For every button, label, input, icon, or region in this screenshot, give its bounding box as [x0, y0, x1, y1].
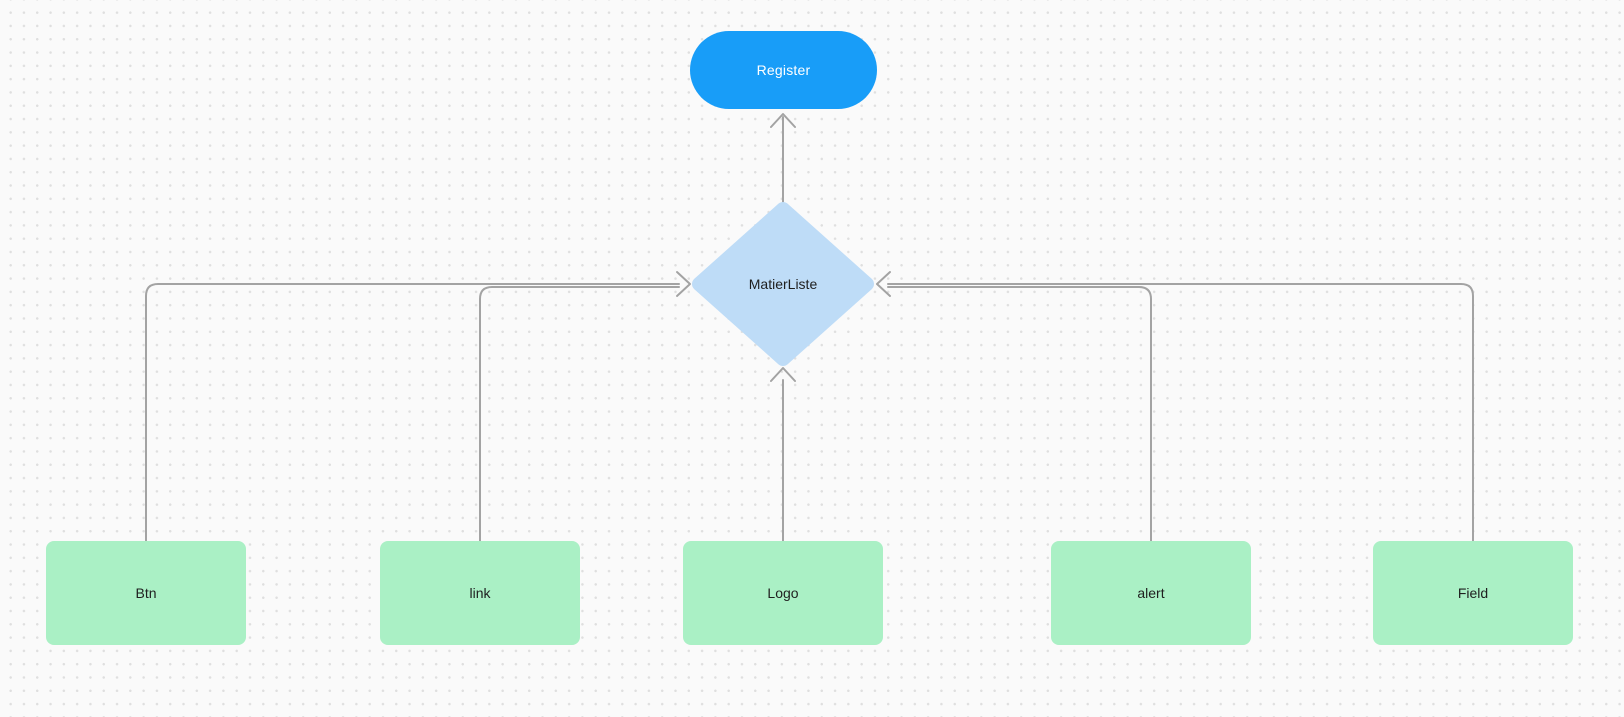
edge-btn-to-decision[interactable]	[145, 271, 691, 542]
node-link[interactable]: link	[380, 541, 580, 645]
node-alert[interactable]: alert	[1051, 541, 1251, 645]
node-logo[interactable]: Logo	[683, 541, 883, 645]
edge-field-to-decision[interactable]	[876, 271, 1474, 542]
edge-logo-to-decision[interactable]	[770, 367, 796, 542]
node-register-label: Register	[756, 62, 811, 78]
node-register[interactable]: Register	[690, 31, 877, 109]
node-decision[interactable]: MatierListe	[693, 204, 873, 364]
node-alert-label: alert	[1137, 585, 1165, 601]
edge-decision-to-register[interactable]	[770, 113, 796, 204]
arrow-up-icon	[770, 113, 796, 128]
node-field[interactable]: Field	[1373, 541, 1573, 645]
node-field-label: Field	[1457, 585, 1489, 601]
node-btn[interactable]: Btn	[46, 541, 246, 645]
arrow-up-icon	[770, 367, 796, 382]
arrow-left-icon	[876, 271, 891, 297]
decision-diamond-shape[interactable]	[692, 202, 874, 366]
edge-link-to-decision[interactable]	[479, 286, 680, 542]
edge-alert-to-decision[interactable]	[887, 286, 1152, 542]
node-btn-label: Btn	[135, 585, 157, 601]
arrow-right-icon	[676, 271, 691, 297]
node-logo-label: Logo	[767, 585, 799, 601]
node-link-label: link	[469, 585, 491, 601]
node-decision-label: MatierListe	[748, 276, 818, 292]
